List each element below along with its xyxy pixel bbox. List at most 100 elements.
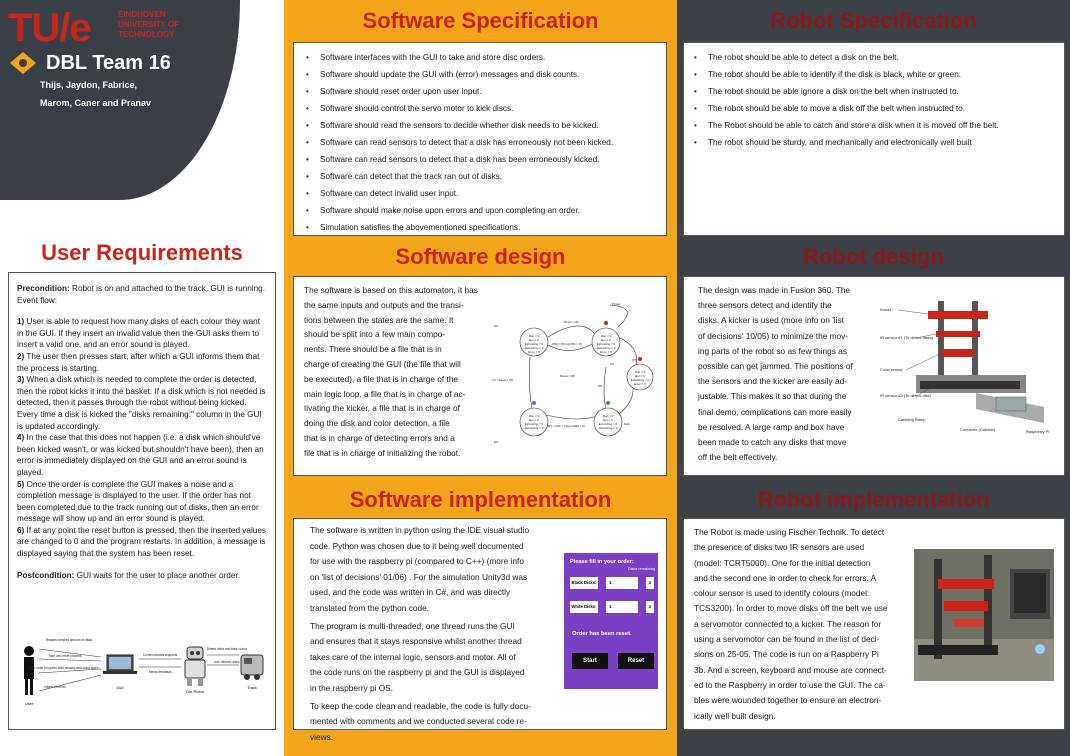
black-disks-label: Black Disks: [570, 577, 598, 589]
list-item: The robot should be able ignore a disk o… [686, 83, 1062, 100]
robot-implementation-title: Robot implementation [757, 487, 990, 512]
svg-text:Ext = 0: Ext = 0 [635, 374, 645, 378]
use-case-diagram: User GUI Our Robot [24, 638, 264, 706]
svg-text:Sends feedback: Sends feedback [149, 670, 172, 674]
svg-text:Container (Catcher): Container (Catcher) [960, 427, 996, 432]
svg-text:Inform of errors: Inform of errors [44, 685, 66, 689]
left-column: TU/e EINDHOVEN UNIVERSITY OF TECHNOLOGY … [0, 0, 284, 756]
svg-text:Retracting = 0: Retracting = 0 [525, 346, 544, 350]
gui-screenshot: Please fill in your order: Disks remaini… [564, 553, 658, 689]
requirement-item: 2) The user then presses start, after wh… [17, 351, 260, 373]
svg-text:User: User [25, 701, 34, 706]
state-node [519, 327, 549, 357]
list-item: Simulation satisfies the abovementioned … [298, 219, 662, 236]
svg-text:Start and reset process: Start and reset process [49, 654, 82, 658]
svg-text:OT / Reset / Off: OT / Reset / Off [492, 378, 513, 382]
svg-text:Raspberry Pi: Raspberry Pi [1026, 429, 1049, 434]
software-design-title: Software design [395, 244, 566, 269]
university-name: EINDHOVEN UNIVERSITY OF TECHNOLOGY [118, 10, 180, 39]
list-item: The robot should be sturdy, and mechanic… [686, 134, 1062, 151]
list-item: Software should control the servo motor … [298, 100, 662, 117]
list-item: Software can detect invalid user input. [298, 185, 662, 202]
svg-text:GUI: GUI [116, 685, 123, 690]
team-members-2: Marom, Caner and Pranav [40, 98, 152, 108]
black-disks-input[interactable]: 1 [606, 577, 638, 589]
svg-text:Ext = 0: Ext = 0 [529, 338, 539, 342]
list-item: The Robot should be able to catch and st… [686, 117, 1062, 134]
robot-design-text: The design was made in Fusion 360. The t… [698, 285, 853, 463]
white-disks-input[interactable]: 1 [606, 601, 638, 613]
svg-text:Error = 0: Error = 0 [528, 350, 540, 354]
svg-text:Err: Err [494, 440, 498, 444]
svg-text:Catching Ramp: Catching Ramp [898, 417, 926, 422]
requirement-item: 1) User is able to request how many disk… [17, 317, 261, 350]
requirement-item: 6) If at any point the reset button is p… [17, 525, 266, 559]
svg-text:Communicates requests: Communicates requests [143, 653, 178, 657]
robot-3d-model: Kicker IR sensor #1 (To detect disks) Co… [880, 301, 1049, 434]
user-requirements-box: Precondition: Robot is on and attached t… [8, 272, 276, 730]
svg-text:Retracting = 0: Retracting = 0 [525, 426, 544, 430]
svg-text:(Wk = 0)/(numWk > 0): (Wk = 0)/(numWk > 0) [552, 342, 582, 346]
svg-text:IR sensor #1 (To detect disks): IR sensor #1 (To detect disks) [880, 335, 934, 340]
requirement-item: 5) Once the order is complete the GUI ma… [17, 479, 259, 524]
user-figure-icon [24, 646, 34, 695]
software-design-text: The software is based on this automaton,… [304, 285, 478, 458]
svg-text:OT: OT [632, 358, 636, 362]
svg-text:Ext = 0: Ext = 0 [529, 418, 539, 422]
software-design-box: The software is based on this automaton,… [293, 276, 667, 476]
track-icon [240, 654, 264, 680]
laptop-icon [103, 654, 137, 674]
gui-disks-remaining-label: Disks remaining [628, 567, 656, 571]
automaton-diagram: Run = 0 Ext = 0 Extending = 0 Retracting… [492, 302, 654, 444]
list-item: Software should read the sensors to deci… [298, 117, 662, 134]
reset-button[interactable]: Reset [618, 653, 654, 669]
svg-text:Retracting = 0: Retracting = 0 [599, 426, 618, 430]
right-column: Robot Specification The robot should be … [677, 0, 1070, 756]
user-requirements-text: Precondition: Robot is on and attached t… [17, 284, 266, 580]
user-requirements-title: User Requirements [41, 240, 243, 265]
svg-text:Color sensor: Color sensor [880, 367, 903, 372]
software-spec-list: Software interfaces with the GUI to take… [298, 49, 662, 236]
list-item: Software can read sensors to detect that… [298, 134, 662, 151]
software-implementation-text: The software is written in python using … [310, 525, 531, 742]
state-node [626, 357, 654, 391]
state-node [593, 401, 623, 437]
svg-text:Run = 0: Run = 0 [529, 414, 540, 418]
robot-spec-list: The robot should be able to detect a dis… [686, 49, 1062, 151]
team-members: Thijs, Jaydon, Fabrice, [40, 80, 138, 90]
team-title: DBL Team 16 [46, 52, 171, 74]
svg-text:Off: Off [598, 384, 602, 388]
start-button[interactable]: Start [572, 653, 608, 669]
robot-design-box: The design was made in Fusion 360. The t… [683, 276, 1065, 476]
robot-design-title: Robot design [803, 244, 944, 269]
svg-text:Run = 0: Run = 0 [601, 334, 612, 338]
svg-text:Run = 0: Run = 0 [529, 334, 540, 338]
list-item: The robot should be able to detect a dis… [686, 49, 1062, 66]
svg-text:Extending = 0: Extending = 0 [599, 422, 618, 426]
software-implementation-title: Software implementation [349, 487, 612, 512]
robot-spec-box: The robot should be able to detect a dis… [683, 42, 1065, 236]
requirement-item: 4) In the case that this does not happen… [17, 433, 264, 477]
robot-frame-icon [916, 301, 1044, 423]
svg-text:RT = (Wk = 0)/(numWk > 0): RT = (Wk = 0)/(numWk > 0) [548, 424, 585, 428]
state-node [591, 321, 621, 357]
list-item: Software interfaces with the GUI to take… [298, 49, 662, 66]
svg-text:Kicker: Kicker [880, 307, 892, 312]
robot-implementation-box: The Robot is made using Fischer Technik.… [683, 518, 1065, 730]
svg-text:Run = 0: Run = 0 [635, 370, 646, 374]
black-disks-remaining: 1 [646, 577, 654, 589]
list-item: The robot should be able to identify if … [686, 66, 1062, 83]
svg-text:Show order progress both visua: Show order progress both visually and us… [27, 666, 99, 670]
svg-text:On: On [494, 324, 498, 328]
robot-spec-title: Robot Specification [770, 8, 977, 33]
list-item: Software can detect that the track ran o… [298, 168, 662, 185]
software-implementation-box: The software is written in python using … [293, 518, 667, 742]
svg-text:Ext = 0: Ext = 0 [603, 418, 613, 422]
svg-text:Reset / Off: Reset / Off [560, 374, 574, 378]
software-spec-title: Software Specification [362, 8, 599, 33]
list-item: Software should make noise upon errors a… [298, 202, 662, 219]
svg-text:Error = 0: Error = 0 [634, 382, 646, 386]
svg-text:Extending = 0: Extending = 0 [525, 422, 544, 426]
tue-logo: TU/e [8, 6, 92, 50]
svg-text:Error = 0: Error = 0 [600, 350, 612, 354]
